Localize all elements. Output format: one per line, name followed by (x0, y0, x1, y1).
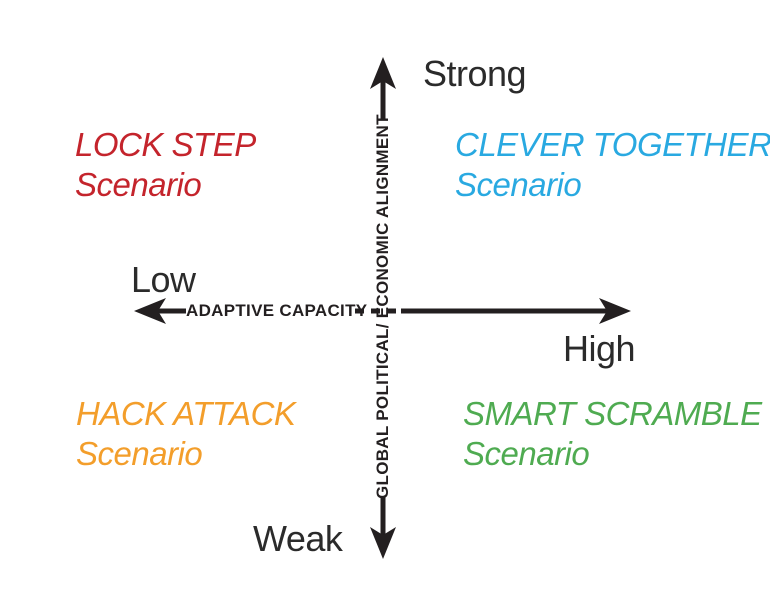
quadrant-title: CLEVER TOGETHER (455, 126, 770, 163)
up-arrowhead-icon (370, 57, 396, 89)
quadrant-title: SMART SCRAMBLE (463, 395, 762, 432)
quadrant-smart-scramble: SMART SCRAMBLE Scenario (463, 394, 762, 474)
down-arrowhead-icon (370, 527, 396, 559)
horizontal-axis-low-label: Low (131, 259, 196, 300)
vertical-axis-label: GLOBAL POLITICAL/ ECONOMIC ALIGNMENT (373, 114, 392, 499)
quadrant-clever-together: CLEVER TOGETHER Scenario (455, 125, 770, 205)
quadrant-subtitle: Scenario (463, 435, 590, 472)
quadrant-subtitle: Scenario (75, 166, 202, 203)
quadrant-hack-attack: HACK ATTACK Scenario (76, 394, 296, 474)
left-arrowhead-icon (134, 298, 166, 324)
quadrant-subtitle: Scenario (76, 435, 203, 472)
right-arrowhead-icon (599, 298, 631, 324)
quadrant-lock-step: LOCK STEP Scenario (75, 125, 256, 205)
vertical-axis-weak-label: Weak (253, 518, 343, 559)
horizontal-axis-label: ADAPTIVE CAPACITY (186, 301, 368, 320)
horizontal-axis-high-label: High (563, 328, 636, 369)
vertical-axis-strong-label: Strong (423, 53, 527, 94)
quadrant-title: LOCK STEP (75, 126, 256, 163)
quadrant-title: HACK ATTACK (76, 395, 296, 432)
quadrant-subtitle: Scenario (455, 166, 582, 203)
